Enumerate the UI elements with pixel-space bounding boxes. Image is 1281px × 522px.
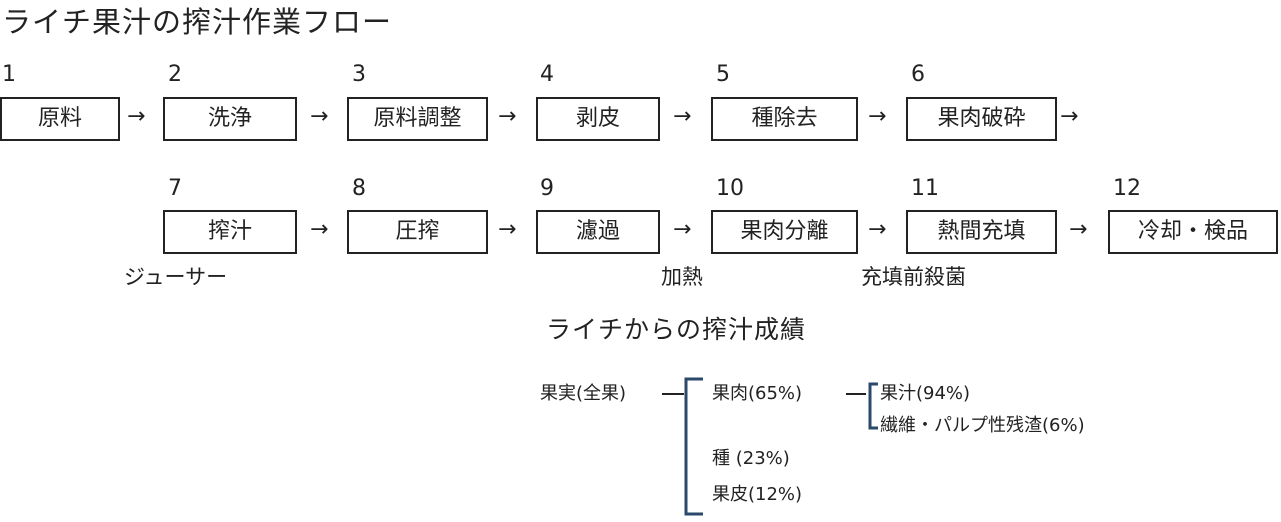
step-box-juicing: 搾汁: [163, 210, 297, 254]
flow-arrow-2: →: [310, 104, 329, 129]
step-number-4: 4: [540, 62, 554, 87]
flow-arrow-4: →: [673, 104, 692, 129]
flow-arrow-7: →: [310, 217, 329, 242]
tree-node-seed: 種 (23%): [712, 448, 790, 469]
flow-arrow-6: →: [1060, 104, 1079, 129]
flow-arrow-3: →: [498, 104, 517, 129]
tree-node-residue: 繊維・パルプ性残渣(6%): [880, 415, 1085, 436]
flow-arrow-11: →: [1069, 217, 1088, 242]
flesh-bracket: [868, 382, 878, 430]
note-prefill-sterilization: 充填前殺菌: [861, 265, 966, 289]
step-box-seed-removal: 種除去: [711, 97, 858, 141]
tree-node-flesh: 果肉(65%): [712, 383, 803, 404]
tree-node-peel: 果皮(12%): [712, 484, 803, 505]
step-number-12: 12: [1113, 176, 1141, 201]
step-number-9: 9: [540, 176, 554, 201]
tree-node-whole-fruit: 果実(全果): [540, 383, 627, 404]
flow-arrow-10: →: [868, 217, 887, 242]
step-box-pulp-crushing: 果肉破砕: [906, 97, 1057, 141]
tree-node-juice: 果汁(94%): [880, 383, 971, 404]
flow-arrow-9: →: [673, 217, 692, 242]
step-number-7: 7: [168, 176, 182, 201]
flow-arrow-1: →: [127, 104, 146, 129]
step-number-8: 8: [352, 176, 366, 201]
step-box-peeling: 剥皮: [536, 97, 660, 141]
step-number-3: 3: [352, 62, 366, 87]
root-bracket: [684, 377, 703, 516]
step-box-filtration: 濾過: [536, 210, 660, 254]
step-box-material-prep: 原料調整: [347, 97, 488, 141]
page-title: ライチ果汁の搾汁作業フロー: [2, 5, 393, 39]
step-number-1: 1: [2, 62, 16, 87]
note-heating: 加熱: [661, 265, 703, 289]
step-number-2: 2: [168, 62, 182, 87]
step-number-10: 10: [716, 176, 744, 201]
step-box-raw-material: 原料: [0, 97, 120, 141]
yield-title: ライチからの搾汁成績: [546, 315, 807, 344]
step-box-pressing: 圧搾: [347, 210, 488, 254]
step-number-11: 11: [911, 176, 939, 201]
step-box-hot-filling: 熱間充填: [906, 210, 1057, 254]
step-number-5: 5: [716, 62, 730, 87]
step-box-washing: 洗浄: [163, 97, 297, 141]
step-number-6: 6: [911, 62, 925, 87]
step-box-pulp-separation: 果肉分離: [711, 210, 858, 254]
step-box-cooling-inspection: 冷却・検品: [1108, 210, 1278, 254]
flow-arrow-8: →: [498, 217, 517, 242]
flow-arrow-5: →: [868, 104, 887, 129]
note-juicer: ジューサー: [124, 265, 228, 289]
